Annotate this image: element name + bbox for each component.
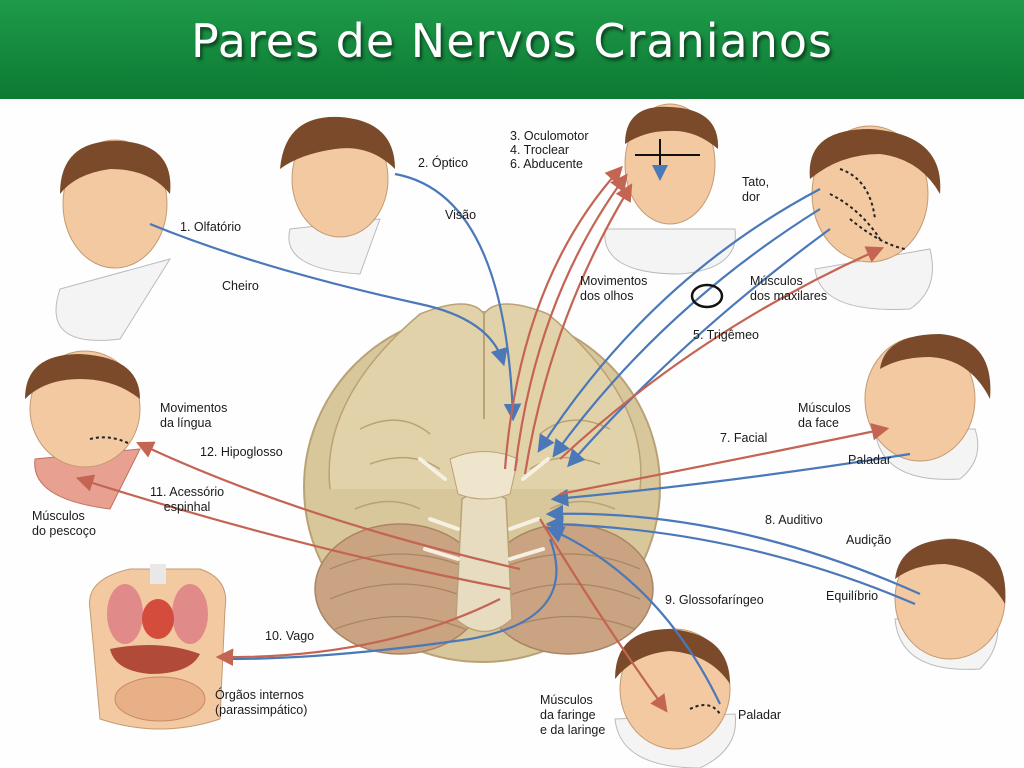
label-n1: 1. Olfatório bbox=[180, 220, 242, 234]
face-olfactory bbox=[55, 139, 172, 341]
label-orgaos-internos: Órgãos internos (parassimpático) bbox=[215, 688, 308, 717]
label-n5: 5. Trigêmeo bbox=[693, 328, 760, 342]
label-audicao: Audição bbox=[846, 533, 892, 547]
label-movimentos-olhos: Movimentos dos olhos bbox=[580, 274, 648, 303]
label-n12: 12. Hipoglosso bbox=[200, 445, 283, 459]
trigeminal-ganglion-marker bbox=[690, 283, 724, 309]
label-musculos-pescoco: Músculos do pescoço bbox=[32, 509, 96, 538]
face-eye-movements bbox=[604, 103, 736, 275]
face-optic bbox=[280, 116, 395, 275]
label-n8: 8. Auditivo bbox=[765, 513, 823, 527]
title-banner: Pares de Nervos Cranianos bbox=[0, 0, 1024, 99]
label-cheiro: Cheiro bbox=[222, 279, 259, 293]
face-auditory bbox=[894, 538, 1006, 670]
label-visao: Visão bbox=[445, 208, 477, 222]
label-n6: 6. Abducente bbox=[510, 157, 583, 171]
page-title: Pares de Nervos Cranianos bbox=[191, 14, 833, 68]
label-n3: 3. Oculomotor bbox=[510, 129, 589, 143]
label-equilibrio: Equilíbrio bbox=[826, 589, 879, 603]
face-hypoglossal bbox=[25, 350, 141, 510]
label-n7: 7. Facial bbox=[720, 431, 768, 445]
label-n11: 11. Acessório espinhal bbox=[150, 485, 225, 514]
sensory-pathways bbox=[149, 172, 921, 705]
face-facial bbox=[864, 334, 991, 480]
face-trigeminal bbox=[809, 125, 941, 310]
torso-internal-organs bbox=[89, 564, 227, 730]
label-n9: 9. Glossofaríngeo bbox=[665, 593, 764, 607]
label-paladar-garganta: Paladar bbox=[738, 708, 782, 722]
label-n4: 4. Troclear bbox=[510, 143, 570, 157]
motor-pathways bbox=[75, 165, 890, 713]
label-tato-dor: Tato, dor bbox=[742, 175, 770, 204]
label-n10: 10. Vago bbox=[265, 629, 315, 643]
label-musculos-faringe: Músculos da faringe e da laringe bbox=[540, 693, 606, 737]
label-n2: 2. Óptico bbox=[418, 156, 469, 170]
diagram-artwork bbox=[25, 103, 1006, 768]
label-musculos-face: Músculos da face bbox=[798, 401, 851, 430]
label-paladar-face: Paladar bbox=[848, 453, 892, 467]
label-musculos-maxilares: Músculos dos maxilares bbox=[750, 274, 828, 303]
label-movimentos-lingua: Movimentos da língua bbox=[160, 401, 228, 430]
cranial-nerves-diagram: 1. Olfatório 2. Óptico 3. Oculomotor 4. … bbox=[0, 99, 1024, 768]
